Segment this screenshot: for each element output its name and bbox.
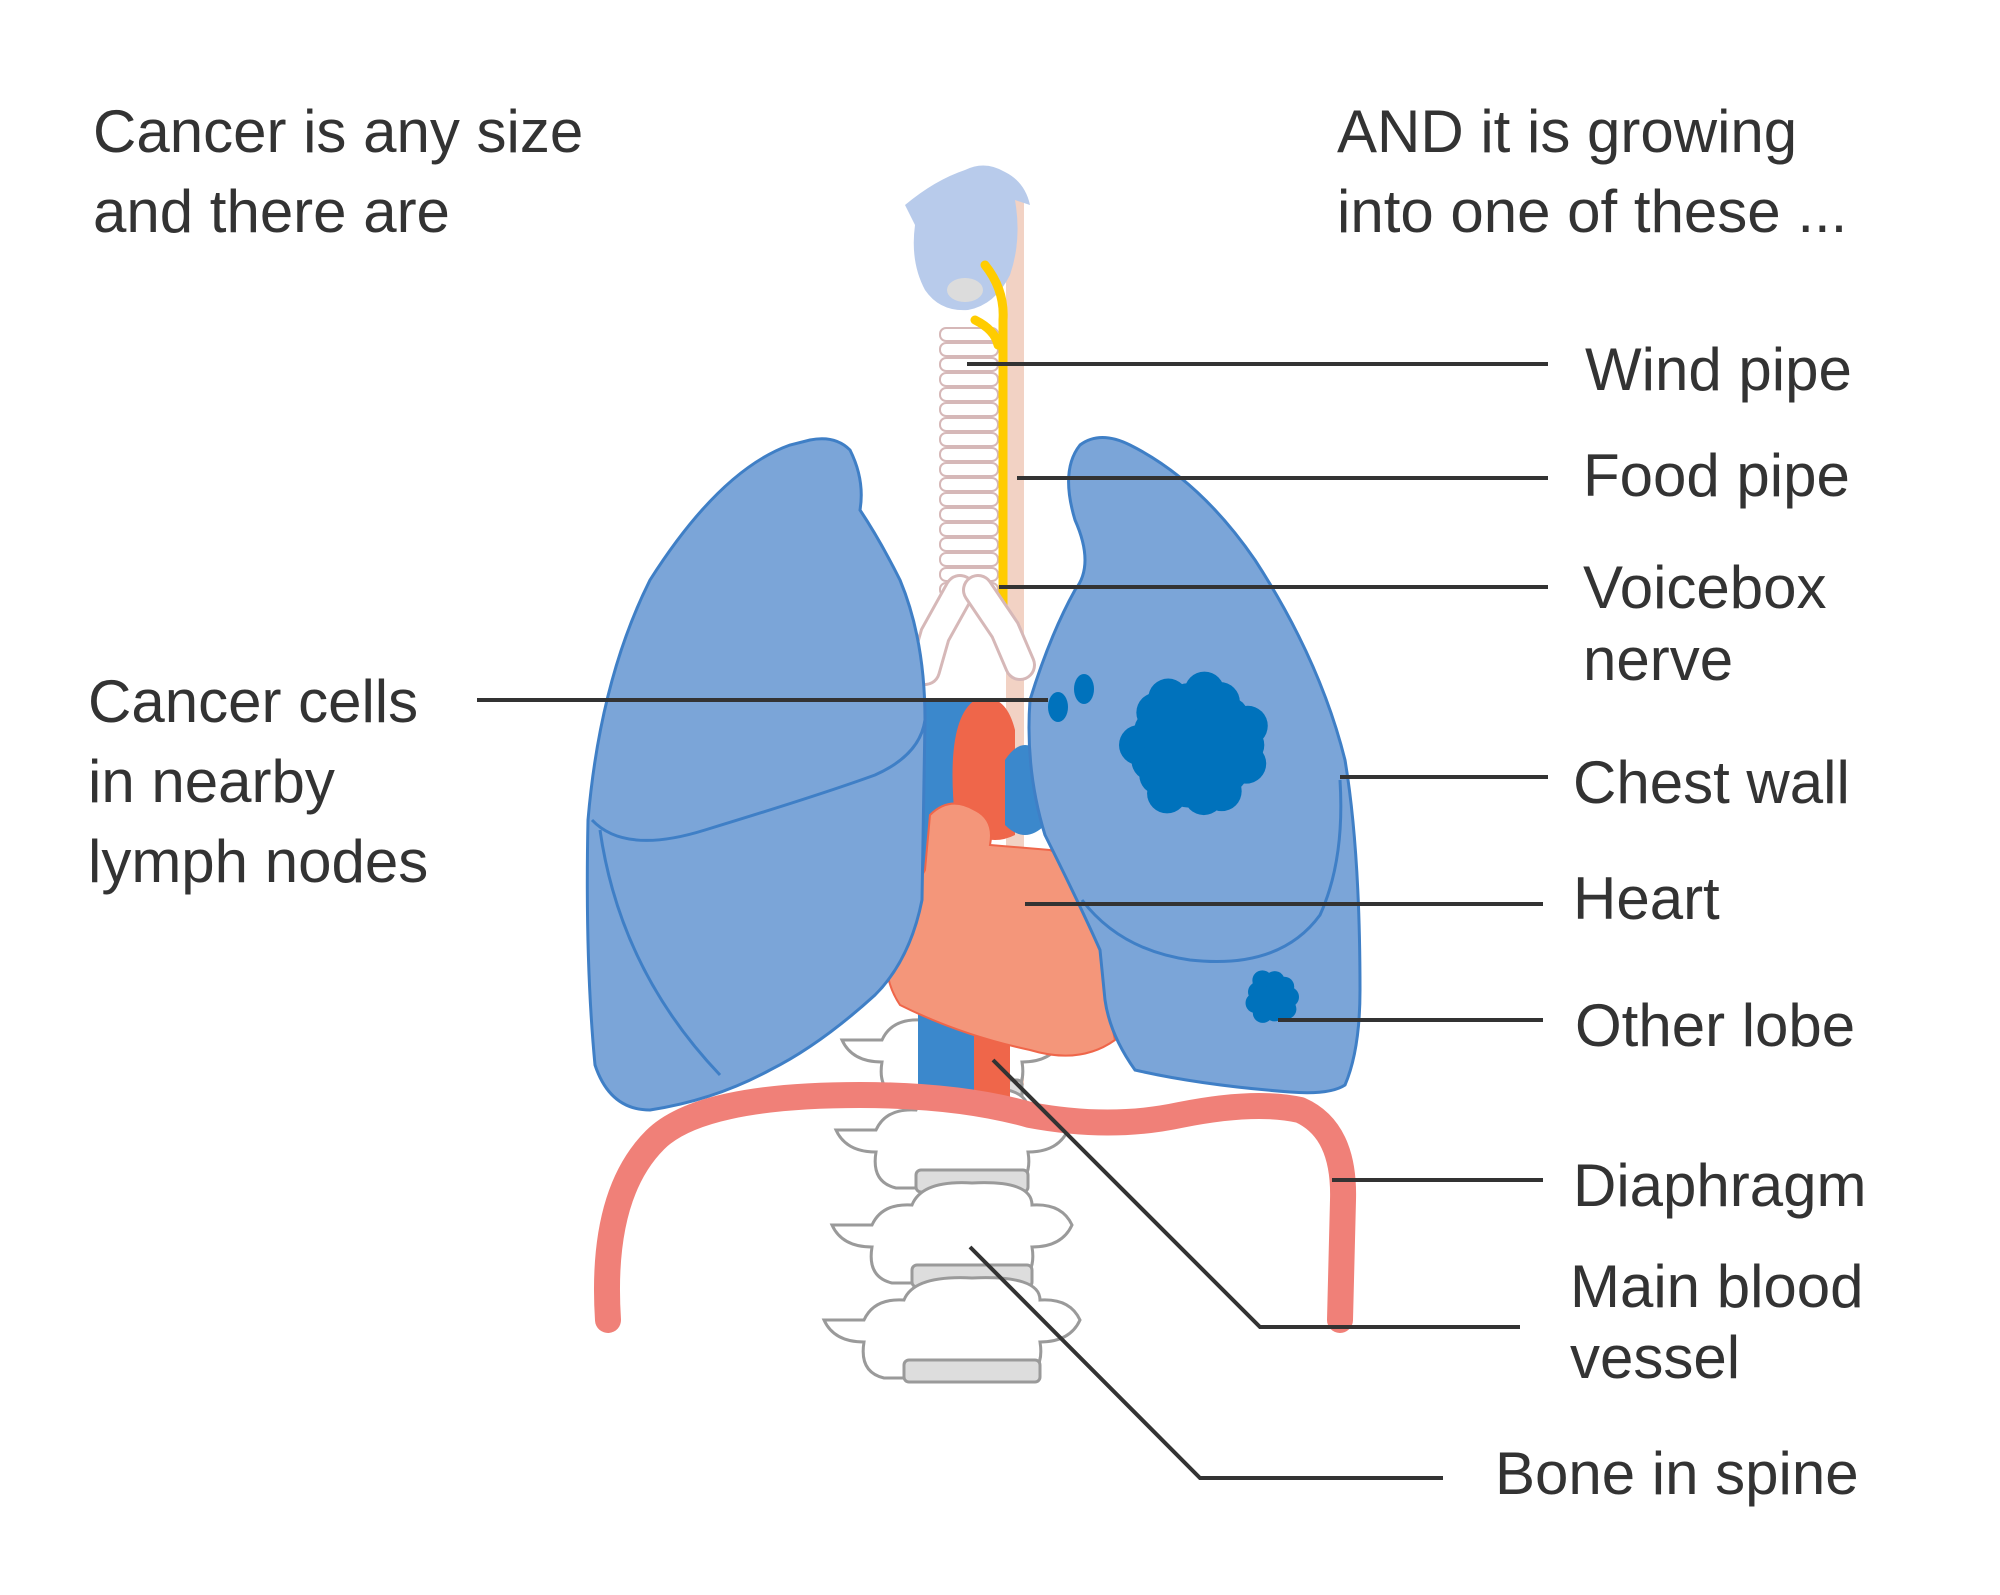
aortic-arch [952,698,1015,840]
label-other-lobe: Other lobe [1575,992,1855,1059]
lung-fissure-right [1080,779,1343,964]
vertebra [829,1181,1074,1285]
label-lymph-line3: lymph nodes [88,828,428,895]
wind-pipe-ring [939,507,999,522]
label-bone-spine: Bone in spine [1495,1440,1859,1507]
wind-pipe-ring [939,372,999,387]
leader-main-blood-vessel [991,1058,1520,1329]
wind-pipe-ring [939,432,999,447]
label-diaphragm: Diaphragm [1573,1152,1866,1219]
label-lymph-line2: in nearby [88,748,335,815]
intro-right-line2: into one of these ... [1337,178,1847,245]
lymph-node-2 [1074,674,1094,704]
wind-pipe-ring [939,477,999,492]
label-lymph-line1: Cancer cells [88,668,418,735]
wind-pipe-ring [939,342,999,357]
voicebox-nerve [970,260,1008,625]
intro-left-line1: Cancer is any size [93,98,583,165]
label-food-pipe: Food pipe [1583,442,1850,509]
label-chest-wall: Chest wall [1573,749,1850,816]
lymph-node-1 [1048,692,1068,722]
wind-pipe-ring [939,522,999,537]
label-heart: Heart [1573,865,1720,932]
spinal-disc [902,1358,1042,1384]
leader-lines [477,362,1548,1480]
wind-pipe-ring [939,417,999,432]
other-lobe-tumour [1245,970,1299,1023]
larynx [905,165,1030,311]
lung-left-side [585,437,927,1112]
label-voicebox-line2: nerve [1583,626,1733,693]
leader-bone-spine [968,1245,1443,1480]
wind-pipe-ring [939,462,999,477]
wind-pipe-ring [939,492,999,507]
intro-left-line2: and there are [93,178,450,245]
label-wind-pipe: Wind pipe [1585,336,1852,403]
vertebra [821,1276,1082,1380]
label-blood-line1: Main blood [1570,1253,1864,1320]
intro-right-line1: AND it is growing [1337,98,1797,165]
label-voicebox-line1: Voicebox [1583,554,1827,621]
wind-pipe-ring [939,537,999,552]
bronchi [909,574,1036,686]
lung-fissure-left [590,719,927,1077]
diaphragm [593,1081,1357,1333]
wind-pipe [939,327,999,597]
wind-pipe-ring [939,552,999,567]
primary-tumour [1119,671,1268,816]
wind-pipe-ring [939,402,999,417]
label-blood-line2: vessel [1570,1324,1740,1391]
wind-pipe-ring [939,387,999,402]
wind-pipe-ring [939,447,999,462]
